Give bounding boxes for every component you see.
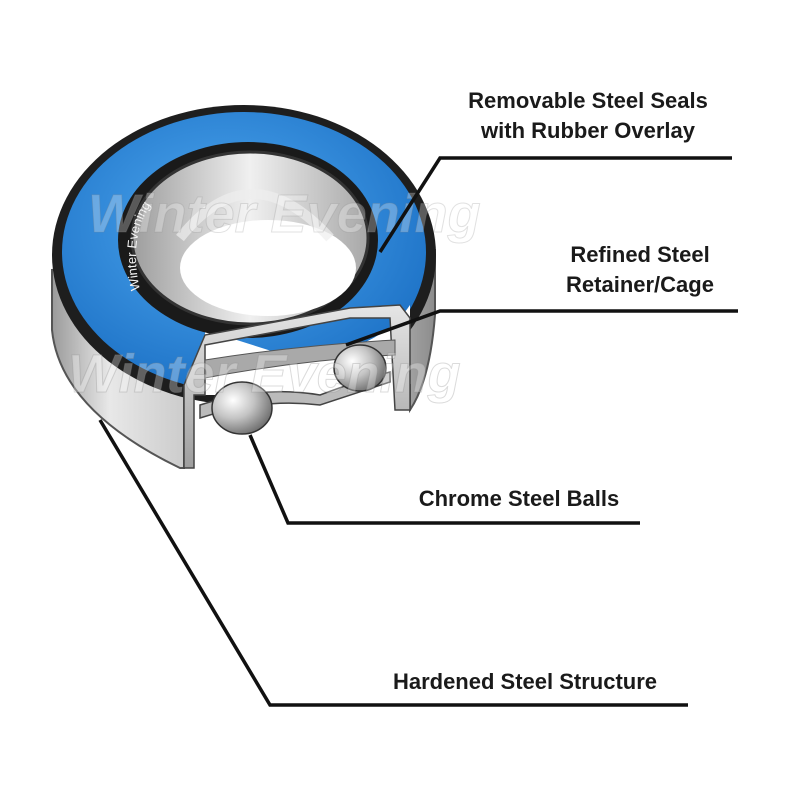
watermark: Winter Evening [68, 344, 461, 404]
label-retainer-cage: Refined Steel Retainer/Cage [540, 240, 740, 300]
watermark: Winter Evening [88, 184, 481, 244]
label-line: with Rubber Overlay [481, 118, 695, 143]
label-hardened-steel-structure: Hardened Steel Structure [392, 669, 658, 694]
label-line: Retainer/Cage [566, 272, 714, 297]
label-line: Refined Steel [570, 242, 710, 267]
leader-line-cage [345, 309, 738, 347]
leader-line-seals [378, 156, 732, 253]
leader-lines [98, 156, 738, 707]
steel-ball [333, 344, 387, 392]
leader-line-structure [98, 419, 688, 707]
inner-ring [130, 150, 370, 326]
label-removable-steel-seals: Removable Steel Seals with Rubber Overla… [430, 86, 746, 146]
leader-line-balls [248, 434, 640, 525]
steel-ball [211, 381, 273, 435]
steel-balls [211, 344, 387, 435]
label-chrome-steel-balls: Chrome Steel Balls [418, 486, 620, 511]
label-line: Removable Steel Seals [468, 88, 708, 113]
